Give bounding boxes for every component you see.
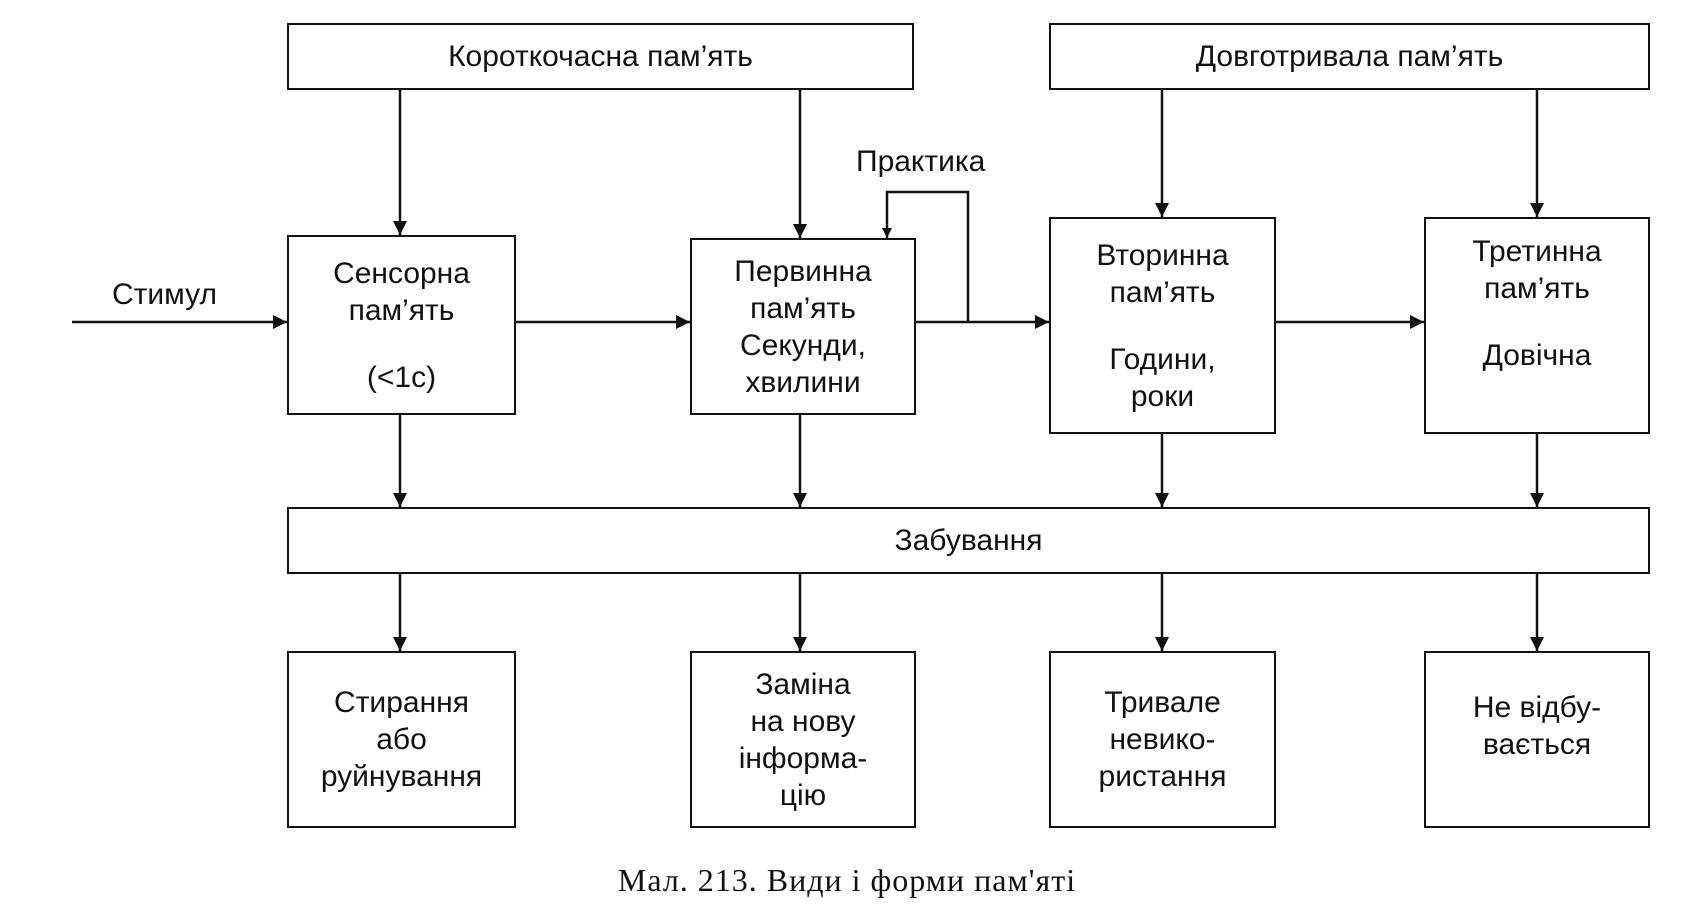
disuse-line3: ристання bbox=[1098, 760, 1227, 793]
short-term-memory-box: Короткочасна пам’ять bbox=[287, 23, 914, 90]
sensory-memory-line1: Сенсорна bbox=[333, 256, 470, 290]
long-term-memory-box: Довготривала пам’ять bbox=[1049, 23, 1650, 90]
secondary-memory-line2: пам’ять bbox=[1109, 275, 1216, 309]
figure-caption: Мал. 213. Види і форми пам'яті bbox=[617, 862, 1077, 898]
forgetting-box: Забування bbox=[287, 507, 1650, 574]
tertiary-memory-box: Третинна пам’ять Довічна bbox=[1424, 217, 1650, 434]
long-term-memory-label: Довготривала пам’ять bbox=[1195, 40, 1504, 73]
replacement-line3: інформа- bbox=[738, 741, 868, 775]
arrow-practice-loop bbox=[882, 190, 970, 322]
secondary-memory-line4: роки bbox=[1130, 379, 1195, 413]
primary-memory-box: Первинна пам’ять Секунди, хвилини bbox=[690, 238, 916, 415]
stimulus-label: Стимул bbox=[112, 278, 217, 311]
erasure-box: Стирання або руйнування bbox=[287, 651, 516, 828]
short-term-memory-label: Короткочасна пам’ять bbox=[448, 40, 753, 73]
replacement-line4: цію bbox=[779, 778, 827, 812]
erasure-line3: руйнування bbox=[320, 760, 483, 793]
tertiary-memory-line1: Третинна bbox=[1472, 235, 1602, 268]
disuse-line2: невико- bbox=[1109, 723, 1216, 756]
forgetting-label: Забування bbox=[894, 524, 1043, 557]
disuse-box: Тривале невико- ристання bbox=[1049, 651, 1276, 828]
no-forgetting-line2: вається bbox=[1482, 728, 1592, 761]
no-forgetting-line1: Не відбу- bbox=[1472, 691, 1602, 724]
primary-memory-line3: Секунди, bbox=[740, 328, 866, 362]
erasure-line2: або bbox=[376, 723, 427, 756]
primary-memory-line1: Первинна bbox=[734, 254, 872, 288]
no-forgetting-box: Не відбу- вається bbox=[1424, 651, 1650, 828]
practice-label: Практика bbox=[856, 145, 986, 178]
sensory-memory-box: Сенсорна пам’ять (<1с) bbox=[287, 235, 516, 415]
primary-memory-line2: пам’ять bbox=[750, 291, 856, 325]
sensory-memory-line2: пам’ять bbox=[348, 293, 455, 327]
secondary-memory-line1: Вторинна bbox=[1096, 238, 1229, 272]
replacement-line1: Заміна bbox=[755, 667, 851, 701]
tertiary-memory-line3: Довічна bbox=[1482, 339, 1592, 372]
replacement-line2: на нову bbox=[750, 704, 856, 738]
replacement-box: Заміна на нову інформа- цію bbox=[690, 651, 916, 828]
disuse-line1: Тривале bbox=[1104, 686, 1221, 719]
erasure-line1: Стирання bbox=[334, 686, 469, 719]
secondary-memory-line3: Години, bbox=[1109, 342, 1216, 376]
secondary-memory-box: Вторинна пам’ять Години, роки bbox=[1049, 217, 1276, 434]
sensory-memory-duration: (<1с) bbox=[366, 360, 437, 394]
tertiary-memory-line2: пам’ять bbox=[1484, 272, 1590, 305]
primary-memory-line4: хвилини bbox=[745, 365, 861, 399]
